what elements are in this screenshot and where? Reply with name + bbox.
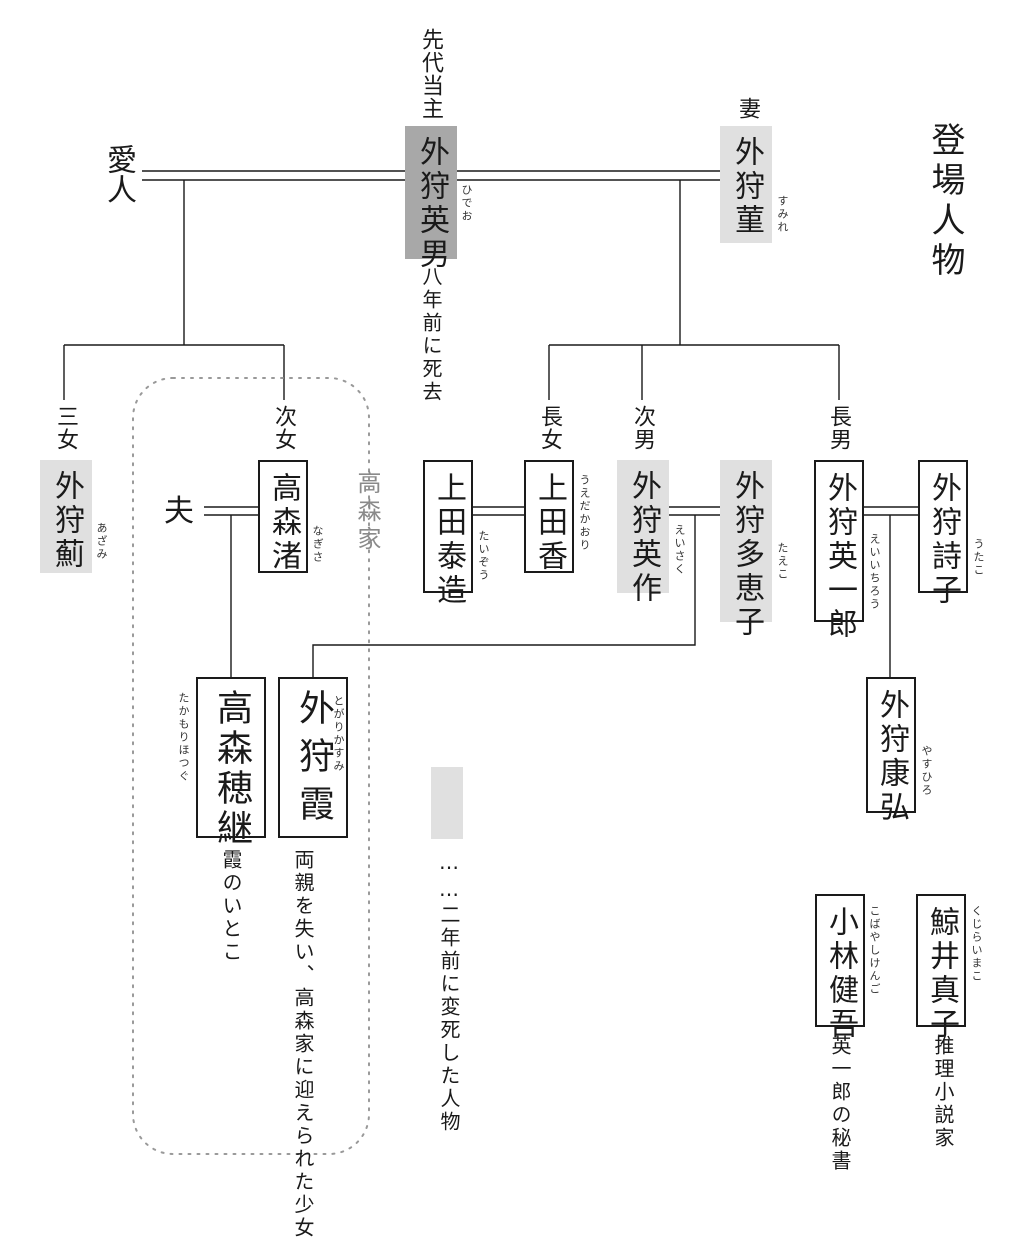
ruby-hotsugu: たかもりほつぐ — [177, 692, 190, 783]
ruby-kaori: うえだかおり — [578, 474, 591, 552]
label-takamori-ke: 高森家 — [353, 470, 381, 554]
name-azami: 外狩薊 — [49, 470, 84, 572]
person-sumire: 外狩菫 — [720, 126, 772, 243]
ruby-utako: うたこ — [972, 538, 985, 577]
person-eiichiro: 外狩英一郎 — [814, 460, 864, 642]
name-taizo: 上田泰造 — [431, 472, 466, 608]
label-sanjo: 三女 — [53, 405, 78, 451]
ruby-eisaku: えいさく — [673, 524, 686, 576]
person-utako: 外狩詩子 — [918, 460, 968, 608]
legend-swatch — [431, 767, 463, 839]
name-kaori: 上田香 — [532, 472, 567, 574]
label-tsuma: 妻 — [735, 97, 760, 120]
name-kobayashi: 小林健吾 — [823, 906, 858, 1042]
ruby-kasumi: とがりかすみ — [332, 695, 345, 773]
label-otto: 夫 — [164, 494, 194, 529]
ruby-azami: あざみ — [95, 522, 108, 561]
person-nagisa: 高森渚 — [258, 460, 308, 574]
note-kasumi: 両親を失い、高森家に迎えられた少女 — [291, 849, 315, 1240]
person-taeko: 外狩多恵子 — [720, 460, 772, 640]
label-aijin: 愛人 — [101, 144, 136, 204]
ruby-yasuhiro: やすひろ — [920, 745, 933, 797]
person-kaori: 上田香 — [524, 460, 574, 574]
person-hideo: 外狩英男 — [405, 126, 457, 272]
ruby-taeko: たえこ — [776, 542, 789, 581]
ruby-nagisa: なぎさ — [311, 525, 324, 564]
label-chojo: 長女 — [537, 405, 562, 451]
ruby-kobayashi: こばやしけんご — [868, 905, 881, 996]
name-kasumi: 外狩霞 — [293, 689, 334, 833]
person-kasumi: 外狩霞 — [278, 677, 348, 838]
person-taizo: 上田泰造 — [423, 460, 473, 608]
takamori-family-boundary — [132, 377, 370, 1155]
note-hideo: 八年前に死去 — [419, 266, 443, 404]
ruby-taizo: たいぞう — [477, 530, 490, 582]
note-hotsugu: 霞のいとこ — [219, 849, 243, 964]
label-jinan: 次男 — [630, 405, 655, 451]
name-sumire: 外狩菫 — [729, 136, 764, 238]
name-nagisa: 高森渚 — [266, 472, 301, 574]
name-kujirai: 鯨井真子 — [924, 906, 959, 1042]
name-eiichiro: 外狩英一郎 — [822, 472, 857, 642]
name-taeko: 外狩多恵子 — [729, 470, 764, 640]
ruby-kujirai: くじらいまこ — [970, 905, 983, 983]
name-hideo: 外狩英男 — [414, 136, 449, 272]
person-azami: 外狩薊 — [40, 460, 92, 573]
legend-text: ……二年前に変死した人物 — [437, 850, 461, 1134]
label-jijo-nagisa: 次女 — [271, 405, 296, 451]
note-kobayashi: 英一郎の秘書 — [828, 1035, 852, 1173]
person-kobayashi: 小林健吾 — [815, 894, 865, 1042]
label-chonan: 長男 — [826, 405, 851, 451]
ruby-sumire: すみれ — [776, 195, 789, 234]
ruby-hideo: ひでお — [460, 184, 473, 223]
name-hotsugu: 高森穂継 — [211, 689, 252, 849]
ruby-eiichiro: えいいちろう — [868, 533, 881, 611]
name-utako: 外狩詩子 — [926, 472, 961, 608]
person-eisaku: 外狩英作 — [617, 460, 669, 606]
note-kujirai: 推理小説家 — [931, 1035, 955, 1150]
page-title: 登場人物 — [925, 122, 965, 282]
name-yasuhiro: 外狩康弘 — [874, 689, 909, 825]
person-yasuhiro: 外狩康弘 — [866, 677, 916, 825]
family-tree-lines — [63, 170, 918, 1155]
person-kujirai: 鯨井真子 — [916, 894, 966, 1042]
name-eisaku: 外狩英作 — [626, 470, 661, 606]
label-senndai-toshu: 先代当主 — [418, 28, 443, 120]
person-hotsugu: 高森穂継 — [196, 677, 266, 849]
